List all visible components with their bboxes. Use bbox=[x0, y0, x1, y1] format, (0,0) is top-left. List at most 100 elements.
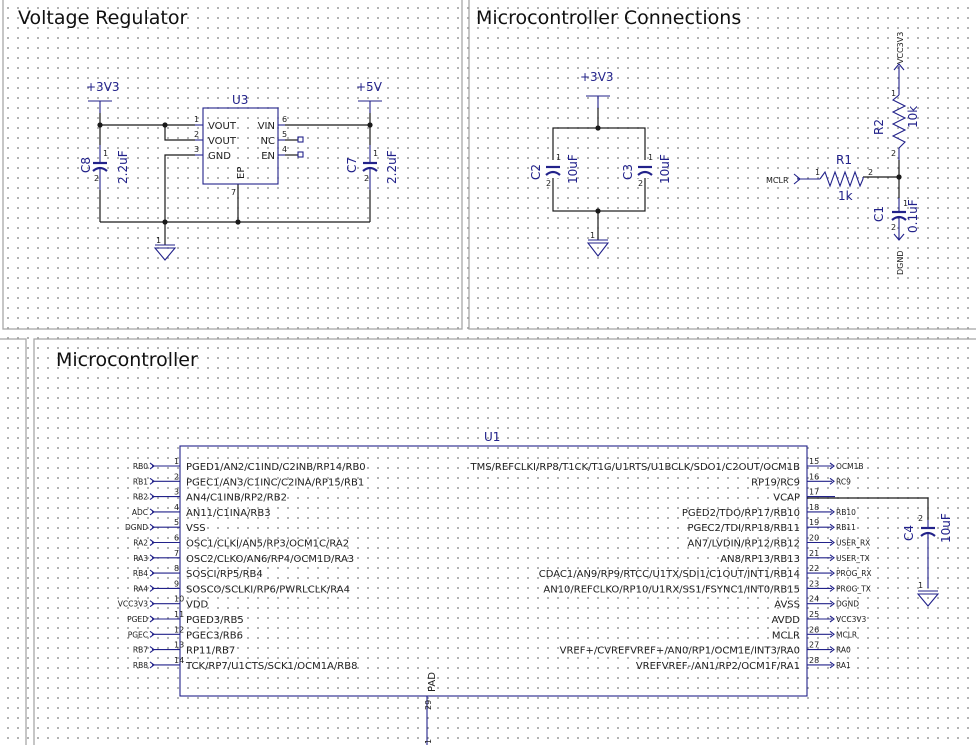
net-label: RA3 bbox=[133, 554, 148, 563]
u1-pin-name: RP19/RC9 bbox=[751, 477, 800, 488]
net-label: PGED bbox=[127, 615, 148, 624]
net-label: RB1 bbox=[133, 477, 148, 486]
u3-pin6-num: 6 bbox=[282, 115, 287, 124]
net-label: RA2 bbox=[133, 539, 148, 548]
capacitor-c3: C3 10uF 1 2 bbox=[621, 153, 672, 188]
u1-pin-name: AN4/C1INB/RP2/RB2 bbox=[186, 493, 287, 504]
net-label: PROG_RX bbox=[836, 569, 872, 578]
net-label: RB4 bbox=[133, 569, 148, 578]
u1-pin-number: 23 bbox=[809, 579, 819, 588]
u1-pin-number: 2 bbox=[174, 472, 179, 481]
u1-pin-number: 3 bbox=[174, 488, 179, 497]
u1-pin-number: 25 bbox=[809, 610, 819, 619]
c2-ref: C2 bbox=[529, 164, 543, 180]
u1-pin-name: VSS bbox=[186, 523, 206, 534]
u1-pin-number: 17 bbox=[809, 488, 819, 497]
svg-text:2: 2 bbox=[918, 514, 923, 523]
u1-pin-number: 20 bbox=[809, 534, 819, 543]
net-label: PROG_TX bbox=[836, 584, 871, 593]
net-label: USER_RX bbox=[836, 539, 870, 548]
r1-ref: R1 bbox=[836, 153, 852, 167]
net-label-vcc3v3-reset: VCC3V3 bbox=[896, 32, 905, 64]
nc-pin-marker bbox=[297, 136, 304, 143]
svg-text:1: 1 bbox=[891, 89, 896, 98]
svg-text:1: 1 bbox=[590, 231, 595, 240]
net-label: VCC3V3 bbox=[118, 600, 149, 609]
c7-pin2: 2 bbox=[364, 174, 369, 183]
net-label: VCC3V3 bbox=[836, 615, 867, 624]
capacitor-c2: C2 10uF 1 2 bbox=[529, 153, 580, 188]
u1-right-pins: OCM1B15TMS/REFCLKI/RP8/T1CK/T1G/U1RTS/U1… bbox=[469, 457, 871, 672]
u1-ref: U1 bbox=[484, 430, 500, 444]
svg-text:1: 1 bbox=[156, 236, 161, 245]
u1-pad-num: 29 bbox=[424, 700, 433, 710]
net-label-dgnd-reset: DGND bbox=[896, 250, 905, 275]
u1-pin-name: VREFVREF-/AN1/RP2/OCM1F/RA1 bbox=[636, 661, 800, 672]
u1-pin-number: 19 bbox=[809, 518, 819, 527]
sheet-border-mcu-connections bbox=[468, 0, 976, 330]
u1-pin-number: 15 bbox=[809, 457, 819, 466]
u1-pin-name: AN8/RP13/RB13 bbox=[720, 554, 800, 565]
svg-text:2: 2 bbox=[868, 168, 873, 177]
u1-pin-name: AN10/REFCLKO/RP10/U1RX/SS1/FSYNC1/INT0/R… bbox=[543, 584, 800, 595]
u3-pin3-num: 3 bbox=[194, 145, 199, 154]
u1-right-pin: OCM1B15TMS/REFCLKI/RP8/T1CK/T1G/U1RTS/U1… bbox=[469, 457, 863, 473]
svg-text:2: 2 bbox=[546, 179, 551, 188]
u1-pin-name: SOSCI/RP5/RB4 bbox=[186, 569, 263, 580]
u3-pin4-num: 4 bbox=[282, 145, 287, 154]
u1-pin-name: VCAP bbox=[773, 493, 800, 504]
power-label-5v: +5V bbox=[356, 80, 383, 94]
net-label: RB7 bbox=[133, 646, 148, 655]
net-label: DGND bbox=[836, 600, 859, 609]
u3-pin1-num: 1 bbox=[194, 115, 199, 124]
u1-pin-name: SOSCO/SCLKI/RP6/PWRLCLK/RA4 bbox=[186, 584, 350, 595]
u1-pin-number: 24 bbox=[809, 595, 819, 604]
mcu-u1: U1 1PGED1/AN2/C1IND/C2INB/RP14/RB0RB02PG… bbox=[118, 430, 953, 745]
svg-text:2: 2 bbox=[891, 149, 896, 158]
u1-pin-name: PGED1/AN2/C1IND/C2INB/RP14/RB0 bbox=[186, 462, 366, 473]
u1-pin-number: 12 bbox=[174, 625, 184, 634]
sheet-title-microcontroller: Microcontroller bbox=[56, 349, 198, 371]
u1-left-pins: 1PGED1/AN2/C1IND/C2INB/RP14/RB0RB02PGEC1… bbox=[118, 457, 366, 672]
c7-pin1: 1 bbox=[373, 149, 378, 158]
svg-text:1: 1 bbox=[903, 199, 908, 208]
net-label: RB8 bbox=[133, 661, 148, 670]
c8-ref: C8 bbox=[79, 157, 93, 173]
net-label: RA4 bbox=[133, 584, 148, 593]
u3-pin6-name: VIN bbox=[258, 121, 275, 132]
sheet-border-microcontroller bbox=[33, 338, 976, 745]
c7-ref: C7 bbox=[345, 157, 359, 173]
net-label: RB10 bbox=[836, 508, 856, 517]
u3-regulator-body bbox=[202, 107, 279, 185]
u3-ref: U3 bbox=[232, 93, 248, 107]
u1-pin-number: 13 bbox=[174, 641, 184, 650]
decoupling-circuit: +3V3 C2 10uF 1 2 C3 10uF 1 2 1 bbox=[529, 70, 672, 257]
c2-value: 10uF bbox=[566, 154, 580, 184]
net-label: RA0 bbox=[836, 646, 851, 655]
u1-right-pin: PROG_TX 23AN10/REFCLKO/RP10/U1RX/SS1/FSYN… bbox=[543, 579, 871, 595]
sheet-title-regulator: Voltage Regulator bbox=[18, 7, 187, 29]
svg-text:1: 1 bbox=[918, 581, 923, 590]
ground-symbol-regulator: 1 bbox=[153, 236, 177, 261]
u3-pin2-name: VOUT bbox=[208, 136, 237, 147]
u1-pin-name: AVDD bbox=[772, 615, 801, 626]
u1-pin-number: 22 bbox=[809, 564, 819, 573]
u1-body bbox=[179, 445, 808, 697]
u1-pin-number: 18 bbox=[809, 503, 819, 512]
u1-right-pin: PROG_RX22CDAC1/AN9/RP9/RTCC/U1TX/SDI1/C1… bbox=[539, 564, 872, 580]
c1-ref: C1 bbox=[872, 206, 886, 222]
r1-value: 1k bbox=[838, 189, 853, 203]
c3-value: 10uF bbox=[658, 154, 672, 184]
